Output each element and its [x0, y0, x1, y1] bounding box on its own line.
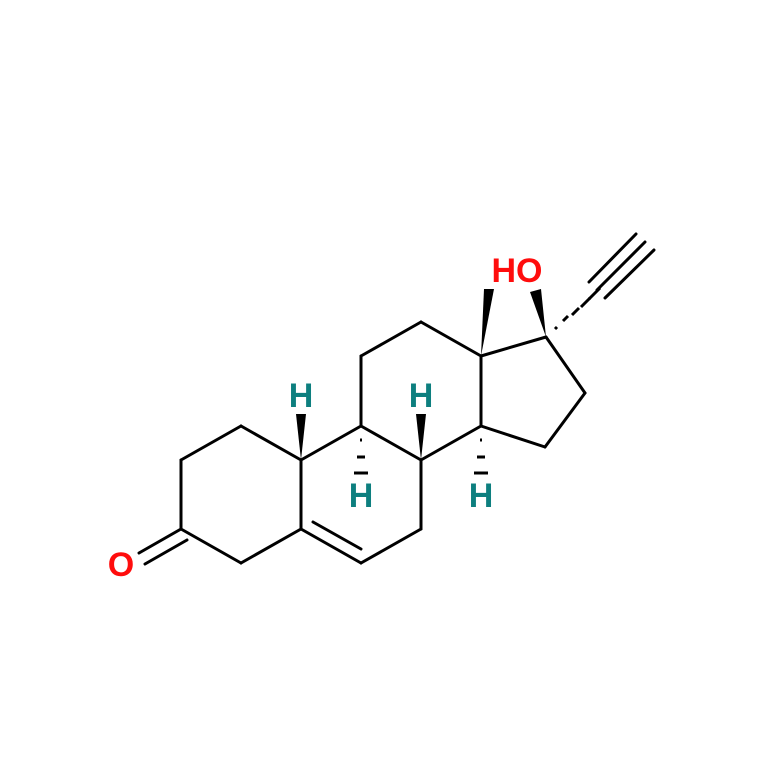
ketone-oxygen-label: O	[108, 546, 134, 584]
bond-c15-c16	[543, 391, 587, 449]
h-c14-label: H	[469, 477, 494, 515]
bond-c17-c13	[479, 335, 548, 358]
bond-triple-3	[603, 248, 656, 300]
wedge-c13-methyl	[481, 289, 494, 356]
wedge-c10-h	[296, 414, 306, 460]
bond-triple-2	[595, 240, 647, 292]
bond-c12-c13	[419, 320, 483, 358]
bond-triple-1	[587, 232, 638, 284]
bond-c5-c6-double	[311, 520, 363, 551]
hash-c14-h	[474, 438, 488, 475]
bond-c5-c6	[299, 527, 363, 565]
h-c8-label: H	[409, 377, 434, 415]
bonds	[137, 232, 656, 566]
wedge-c17-oh	[530, 289, 546, 337]
bond-c6-c7	[359, 527, 423, 565]
bond-c3-c4	[179, 527, 243, 565]
hash-c17-ethynyl	[553, 286, 602, 331]
hash-c9-h	[354, 438, 368, 475]
bond-c14-c8	[419, 424, 483, 462]
h-c9-label: H	[349, 477, 374, 515]
wedge-c8-h	[416, 414, 426, 460]
stereo-bonds	[296, 286, 602, 475]
bond-c3-o-b	[143, 538, 189, 566]
bond-c10-c1	[239, 424, 303, 462]
bond-c16-c17	[544, 335, 587, 395]
bond-c1-c2	[179, 424, 243, 462]
bond-c3-o-a	[137, 527, 183, 555]
bond-c9-c10	[299, 424, 363, 462]
bond-c11-c12	[359, 320, 423, 358]
h-c10-label: H	[289, 377, 314, 415]
hydroxyl-label: HO	[492, 252, 543, 290]
bond-c8-c9	[359, 424, 423, 462]
bond-c4-c5	[239, 527, 303, 565]
atom-labels: O HO H H H H	[108, 252, 543, 584]
bond-c14-c15	[479, 424, 547, 449]
